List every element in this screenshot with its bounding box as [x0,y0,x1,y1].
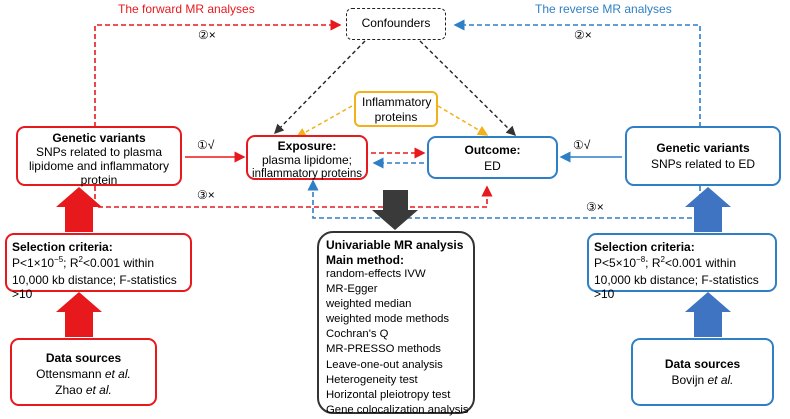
methods-box: Univariable MR analysis Main method: ran… [317,231,475,416]
right-upper-block-arrow [685,187,731,232]
inflammatory-to-outcome [437,105,489,136]
left-upper-block-arrow [56,187,102,232]
reverse-data-sources-box: Data sources Bovijn et al. [631,338,774,406]
forward-selection-title: Selection criteria: [12,240,113,254]
confounder-to-outcome [419,40,516,136]
reverse-selection-title: Selection criteria: [594,240,695,254]
forward-data-sources-box: Data sources Ottensmann et al. Zhao et a… [10,338,157,406]
outcome-line1: ED [484,159,501,173]
reverse-selection-criteria-box: Selection criteria: P<5×10−8; R2<0.001 w… [587,233,777,301]
confounders-label: Confounders [361,16,431,30]
reverse-selection-threshold: P<5×10−8; R2<0.001 within [594,255,737,271]
outcome-box: Outcome: ED [427,136,558,179]
forward-selection-threshold: P<1×10−5; R2<0.001 within [12,255,155,271]
method-item: MR-Egger [326,283,378,296]
exposure-line1: plasma lipidome; [261,153,353,167]
right-lower-block-arrow [685,292,731,337]
forward-genetic-line2: lipidome and inflammatory [28,159,170,173]
left-lower-block-arrow [56,292,102,337]
forward-genetic-line3: protein [80,173,118,187]
reverse-sources-title: Data sources [664,357,741,371]
methods-list: random-effects IVW MR-Egger weighted media… [326,267,473,418]
forward-genetic-variants-box: Genetic variants SNPs related to plasma … [16,126,182,187]
forward-caption: The forward MR analyses [118,2,255,16]
method-item: weighted mode methods [326,313,450,326]
method-item: MR-PRESSO methods [326,343,441,356]
reverse-genetic-variants-box: Genetic variants SNPs related to ED [625,126,781,186]
method-item: random-effects IVW [326,268,426,280]
exposure-line2: inflammatory proteins [252,168,362,180]
method-item: Gene colocalization analysis [326,403,469,416]
reverse-confounder-link [453,19,701,127]
forward-selection-criteria-box: Selection criteria: P<1×10−5; R2<0.001 w… [5,233,192,301]
forward-confounder-label: ②× [198,28,216,42]
method-item: Heterogeneity test [326,373,418,386]
reverse-direct-link [307,179,701,219]
reverse-caption: The reverse MR analyses [535,2,672,16]
forward-direct-label: ③× [197,188,215,202]
forward-direct-link [94,185,493,208]
methods-subtitle: Main method: [326,253,404,267]
forward-source-1: Ottensmann et al. [36,367,131,381]
reverse-genetic-title: Genetic variants [656,141,750,155]
reverse-direct-label: ③× [586,200,604,214]
center-down-block-arrow [372,190,418,230]
reverse-source-1: Bovijn et al. [671,373,734,387]
forward-confounder-link [94,19,342,127]
forward-main-label: ①√ [197,138,215,152]
exposure-box: Exposure: plasma lipidome; inflammatory … [246,135,368,180]
method-item: Horizontal pleiotropy test [326,388,451,401]
method-item: weighted median [326,298,412,311]
forward-source-2: Zhao et al. [55,383,112,397]
method-item: Leave-one-out analysis [326,358,443,371]
confounders-box: Confounders [346,8,446,40]
inflammatory-proteins-label: Inflammatory proteins [362,95,432,124]
forward-selection-distance: 10,000 kb distance; F-statistics >10 [12,273,177,301]
methods-title: Univariable MR analysis [326,238,464,252]
outcome-title: Outcome: [464,143,521,157]
confounder-to-exposure [274,40,366,135]
reverse-genetic-line1: SNPs related to ED [650,157,756,171]
reverse-selection-distance: 10,000 kb distance; F-statistics >10 [594,273,759,301]
forward-genetic-line1: SNPs related to plasma [35,145,163,159]
forward-genetic-title: Genetic variants [52,131,146,145]
method-item: Cochran's Q [326,328,389,341]
forward-sources-title: Data sources [45,351,122,365]
inflammatory-to-exposure [295,105,353,138]
exposure-title: Exposure: [277,139,337,153]
reverse-main-label: ①√ [573,138,591,152]
inflammatory-proteins-box: Inflammatory proteins [354,91,438,127]
reverse-confounder-label: ②× [574,28,592,42]
